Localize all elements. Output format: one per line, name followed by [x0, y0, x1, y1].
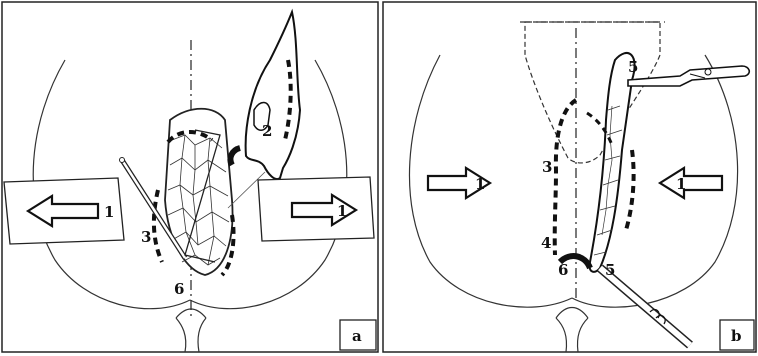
label-b-clamp: 5: [628, 58, 638, 76]
label-b-drain: 5: [605, 261, 615, 279]
label-a-arrow-right: 1: [337, 202, 347, 220]
panel-b-letter: b: [731, 327, 742, 345]
label-b-suture: 4: [541, 234, 551, 252]
label-a-midline: 6: [174, 280, 184, 298]
label-b-arrow-right: 1: [676, 175, 686, 193]
label-a-flap: 2: [262, 122, 272, 140]
label-a-arrow-left: 1: [104, 203, 114, 221]
panel-b: 1 1 3 4 5 5 6 b: [383, 2, 756, 352]
label-b-arrow-left: 1: [475, 175, 485, 193]
label-a-tube: 3: [141, 228, 151, 246]
label-b-midline: 6: [558, 261, 568, 279]
label-b-tube: 3: [542, 158, 552, 176]
arrow-card-right: 1: [258, 177, 374, 241]
arrow-card-left: 1: [4, 178, 124, 244]
panel-a: 1 1 2 3 6 a: [2, 2, 378, 352]
panel-a-letter: a: [352, 327, 362, 345]
